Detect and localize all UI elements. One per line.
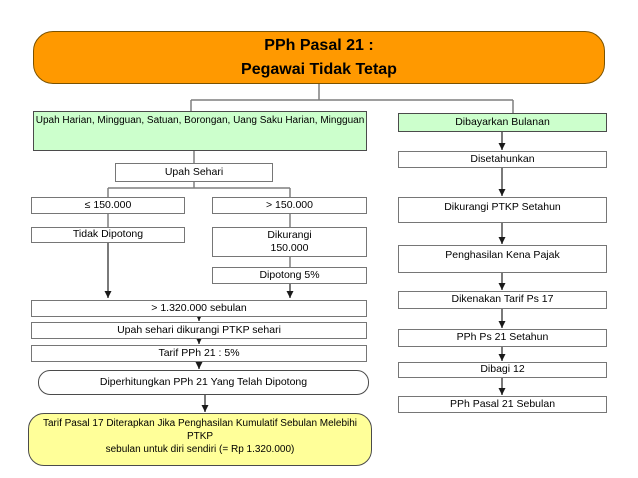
box-penghasilan-kena-pajak: Penghasilan Kena Pajak xyxy=(398,245,607,273)
title-banner: PPh Pasal 21 : Pegawai Tidak Tetap xyxy=(33,31,605,84)
box-dikurangi-150000: Dikurangi 150.000 xyxy=(212,227,367,257)
right-branch-header: Dibayarkan Bulanan xyxy=(398,113,607,132)
note-tarif-pasal17: Tarif Pasal 17 Diterapkan Jika Penghasil… xyxy=(28,413,372,466)
box-pph-pasal21-sebulan: PPh Pasal 21 Sebulan xyxy=(398,396,607,413)
box-disetahunkan: Disetahunkan xyxy=(398,151,607,168)
box-dikurangi-ptkp-setahun: Dikurangi PTKP Setahun xyxy=(398,197,607,223)
box-pph-ps21-setahun: PPh Ps 21 Setahun xyxy=(398,329,607,347)
box-dibagi-12: Dibagi 12 xyxy=(398,362,607,378)
box-tarif-pph21-5pct: Tarif PPh 21 : 5% xyxy=(31,345,367,362)
left-branch-header: Upah Harian, Mingguan, Satuan, Borongan,… xyxy=(33,111,367,151)
box-le-150000: ≤ 150.000 xyxy=(31,197,185,214)
box-upah-sehari: Upah Sehari xyxy=(115,163,273,182)
box-gt-150000: > 150.000 xyxy=(212,197,367,214)
box-gt-1320000-sebulan: > 1.320.000 sebulan xyxy=(31,300,367,317)
box-upah-dikurangi-ptkp: Upah sehari dikurangi PTKP sehari xyxy=(31,322,367,339)
box-dikenakan-tarif-ps17: Dikenakan Tarif Ps 17 xyxy=(398,291,607,309)
box-dipotong-5pct: Dipotong 5% xyxy=(212,267,367,284)
box-tidak-dipotong: Tidak Dipotong xyxy=(31,227,185,243)
box-diperhitungkan-pph21: Diperhitungkan PPh 21 Yang Telah Dipoton… xyxy=(38,370,369,395)
